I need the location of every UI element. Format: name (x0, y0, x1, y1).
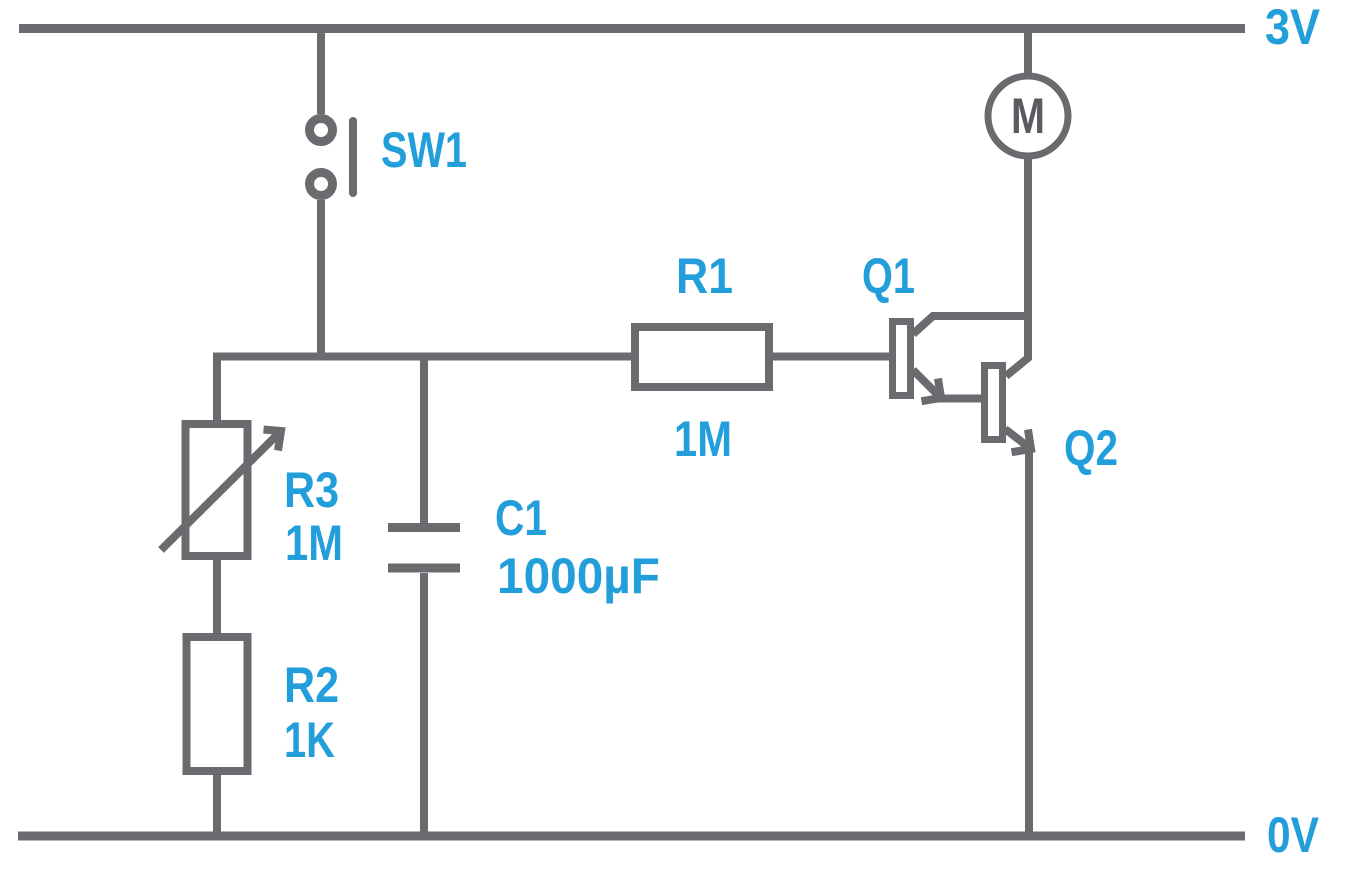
svg-text:3V: 3V (1265, 0, 1321, 55)
svg-text:C1: C1 (495, 490, 547, 546)
svg-text:R1: R1 (676, 248, 733, 304)
svg-text:0V: 0V (1267, 807, 1320, 863)
svg-text:1M: 1M (674, 411, 732, 467)
svg-text:1K: 1K (284, 712, 335, 768)
svg-text:Q2: Q2 (1064, 420, 1118, 476)
svg-text:1000µF: 1000µF (497, 548, 660, 604)
svg-text:M: M (1011, 88, 1045, 144)
svg-text:1M: 1M (285, 515, 343, 571)
svg-text:R2: R2 (284, 657, 339, 713)
svg-text:SW1: SW1 (381, 122, 467, 178)
svg-text:Q1: Q1 (862, 248, 915, 304)
svg-text:R3: R3 (284, 462, 339, 518)
